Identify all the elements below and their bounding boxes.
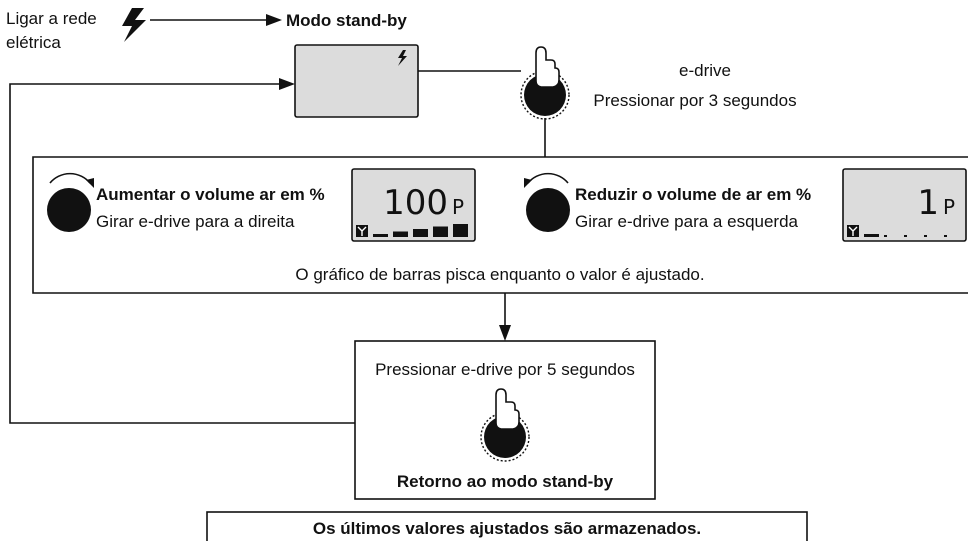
standby-label: Modo stand-by [286,11,407,30]
decrease-bargraph [864,234,947,237]
rotate-left-arc [527,172,569,184]
increase-display-value: 100 [383,183,448,223]
increase-display-unit: P [452,195,464,219]
increase-knob[interactable] [47,172,94,232]
bar-segment [944,235,947,237]
connectors [9,14,546,424]
saved-note-box [206,511,808,541]
decrease-subtitle: Girar e-drive para a esquerda [575,212,799,231]
return-press-knob[interactable] [480,388,530,462]
blink-note: O gráfico de barras pisca enquanto o val… [295,265,704,284]
return-label: Retorno ao modo stand-by [397,472,614,491]
decrease-display-frame [842,168,967,242]
bar-segment [433,226,448,237]
return-instruction: Pressionar e-drive por 5 segundos [375,360,635,379]
knob-icon [526,188,570,232]
fan-icon [847,225,859,237]
increase-subtitle: Girar e-drive para a direita [96,212,295,231]
power-label-line1: Ligar a rede [6,9,97,28]
bar-segment [884,235,887,237]
adjust-to-return-arrowhead [499,325,511,341]
edrive-name: e-drive [679,61,731,80]
bar-segment [453,224,468,237]
bar-segment [373,234,388,237]
decrease-knob[interactable] [524,172,570,232]
lightning-bolt-icon [122,8,146,42]
knob-icon [47,188,91,232]
increase-bargraph [373,224,468,237]
increase-title: Aumentar o volume ar em % [96,185,325,204]
decrease-display: 1 P [842,168,967,242]
bar-segment [864,234,879,237]
rotate-left-arrowhead [524,178,532,188]
increase-display: 100 P [351,168,476,242]
bar-segment [924,235,927,237]
edrive-press-knob[interactable] [520,46,570,120]
bar-segment [393,231,408,237]
power-to-standby-arrowhead [266,14,282,26]
feedback-loop-arrowhead [279,78,295,90]
bar-segment [413,229,428,237]
saved-note: Os últimos valores ajustados são armazen… [313,519,701,538]
standby-display [294,44,419,118]
power-label-line2: elétrica [6,33,61,52]
hand-press-icon [495,388,520,430]
decrease-title: Reduzir o volume de ar em % [575,185,811,204]
rotate-right-arrowhead [86,178,94,188]
fan-icon [356,225,368,237]
decrease-display-value: 1 [917,183,939,223]
adjust-box [32,156,968,294]
standby-lightning-icon [398,50,407,66]
hand-press-icon [535,46,560,88]
bar-segment [904,235,907,237]
feedback-loop-line [9,83,355,424]
rotate-right-arc [49,172,91,184]
decrease-display-unit: P [943,195,955,219]
increase-display-frame [351,168,476,242]
edrive-instruction: Pressionar por 3 segundos [593,91,796,110]
